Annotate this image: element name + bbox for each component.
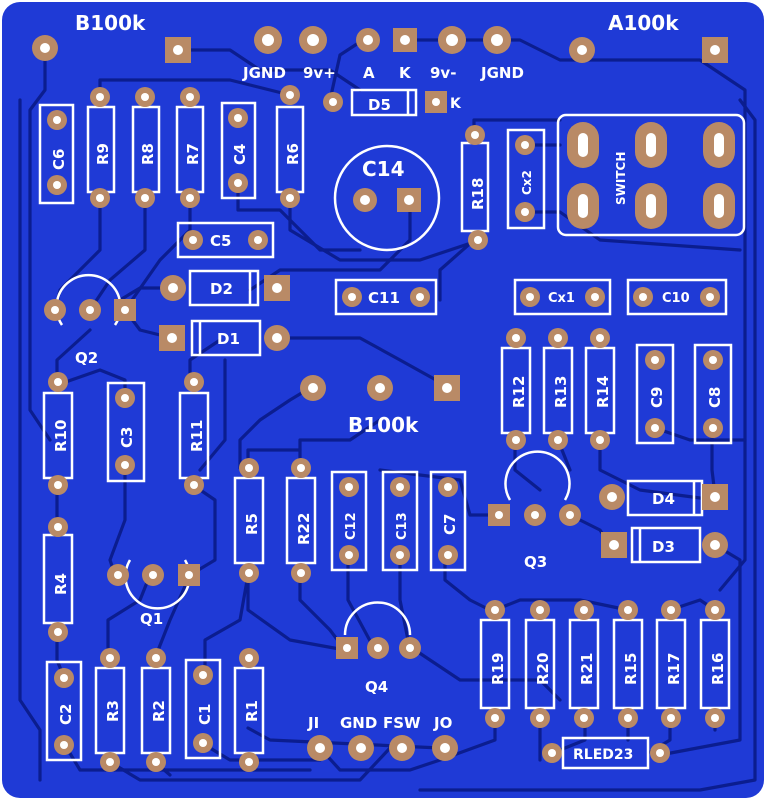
c12-label: C12 — [344, 512, 359, 540]
r6-label: R6 — [284, 143, 302, 165]
c13-label: C13 — [395, 512, 410, 540]
r12-r14-c9-c8: R12 R13 R14 C9 C8 — [500, 328, 733, 450]
r12-label: R12 — [510, 376, 528, 408]
r16-label: R16 — [709, 653, 727, 685]
switch-label: SWITCH — [614, 152, 628, 205]
transistor-q2: Q2 — [44, 273, 136, 367]
d4-label: D4 — [652, 490, 675, 508]
c4-label: C4 — [231, 144, 249, 165]
middle-vertical-parts: R5 R22 C12 C13 C7 — [233, 458, 467, 583]
io-header: JI GND FSW JO — [307, 714, 458, 761]
io-label-fsw: FSW — [383, 714, 421, 732]
transistor-q1: Q1 — [107, 559, 200, 628]
c8-label: C8 — [706, 387, 724, 408]
power-header: JGND 9v+ A K 9v- JGND — [242, 26, 524, 82]
r21-label: R21 — [578, 653, 596, 685]
d5-label: D5 — [368, 96, 391, 114]
r18-label: R18 — [469, 178, 487, 210]
q1-label: Q1 — [140, 610, 163, 628]
c11-cx1-c10: C11 Cx1 C10 — [334, 278, 728, 316]
q4-label: Q4 — [365, 678, 388, 696]
r3-label: R3 — [104, 700, 122, 722]
pot-middle: B100k — [300, 375, 460, 437]
rled23-label: RLED23 — [573, 747, 633, 763]
d2-label: D2 — [210, 280, 233, 298]
c10-label: C10 — [662, 291, 690, 306]
pot-left: B100k — [32, 11, 191, 63]
r1-label: R1 — [243, 700, 261, 722]
diode-d5: D5 K — [323, 88, 462, 117]
c14-label: C14 — [362, 157, 405, 181]
d3-label: D3 — [652, 538, 675, 556]
c5-d2-d1: C5 D2 D1 — [159, 221, 290, 357]
d4-d3: D4 D3 — [599, 479, 728, 564]
r22-label: R22 — [295, 513, 313, 545]
r7-label: R7 — [184, 143, 202, 165]
io-label-ji: JI — [307, 714, 319, 732]
r15-label: R15 — [622, 653, 640, 685]
r10-c3-r11: R10 C3 R11 — [42, 372, 210, 495]
power-label-a: A — [363, 64, 375, 82]
c1-label: C1 — [196, 704, 214, 725]
c2-label: C2 — [57, 704, 75, 725]
power-label-9v-minus: 9v- — [430, 64, 456, 82]
cx2-label: Cx2 — [520, 170, 534, 195]
cap-c14: C14 — [333, 144, 441, 252]
r20-label: R20 — [534, 653, 552, 685]
r11-label: R11 — [188, 420, 206, 452]
r18-cx2: R18 Cx2 — [460, 125, 546, 250]
d5-k-label: K — [450, 96, 462, 112]
power-label-9v-plus: 9v+ — [303, 64, 336, 82]
r5-label: R5 — [243, 513, 261, 535]
pot-middle-label: B100k — [348, 413, 419, 437]
bottom-right-resistors: R19 R20 R21 R15 R17 R16 — [479, 600, 731, 728]
r10-label: R10 — [52, 420, 70, 452]
d1-label: D1 — [217, 330, 240, 348]
pot-left-label: B100k — [75, 11, 146, 35]
cx1-label: Cx1 — [548, 291, 575, 306]
r17-label: R17 — [665, 653, 683, 685]
c11-label: C11 — [368, 289, 400, 307]
resistor-rled23: RLED23 — [542, 736, 670, 770]
r8-label: R8 — [139, 143, 157, 165]
c9-label: C9 — [648, 387, 666, 408]
c7-label: C7 — [441, 514, 459, 535]
pot-right-label: A100k — [608, 11, 679, 35]
power-label-jgnd-left: JGND — [242, 64, 286, 82]
bottom-left-parts: C2 R3 R2 C1 R1 — [45, 648, 265, 772]
r14-label: R14 — [594, 376, 612, 408]
transistor-q3: Q3 — [488, 450, 581, 571]
top-left-parts: C6 R9 R8 R7 C4 R6 — [38, 85, 305, 208]
r2-label: R2 — [150, 700, 168, 722]
c6-label: C6 — [50, 149, 68, 170]
footswitch: SWITCH — [556, 113, 746, 237]
c5-label: C5 — [210, 232, 231, 250]
io-label-jo: JO — [433, 714, 452, 732]
r19-label: R19 — [489, 653, 507, 685]
q2-label: Q2 — [75, 349, 98, 367]
power-label-k: K — [399, 64, 412, 82]
transistor-q4: Q4 — [336, 601, 421, 696]
resistor-r4: R4 — [42, 517, 74, 642]
power-label-jgnd-right: JGND — [480, 64, 524, 82]
pot-right: A100k — [569, 11, 728, 63]
r9-label: R9 — [94, 143, 112, 165]
r13-label: R13 — [552, 376, 570, 408]
q3-label: Q3 — [524, 553, 547, 571]
r4-label: R4 — [52, 573, 70, 595]
io-label-gnd: GND — [340, 714, 377, 732]
c3-label: C3 — [118, 427, 136, 448]
